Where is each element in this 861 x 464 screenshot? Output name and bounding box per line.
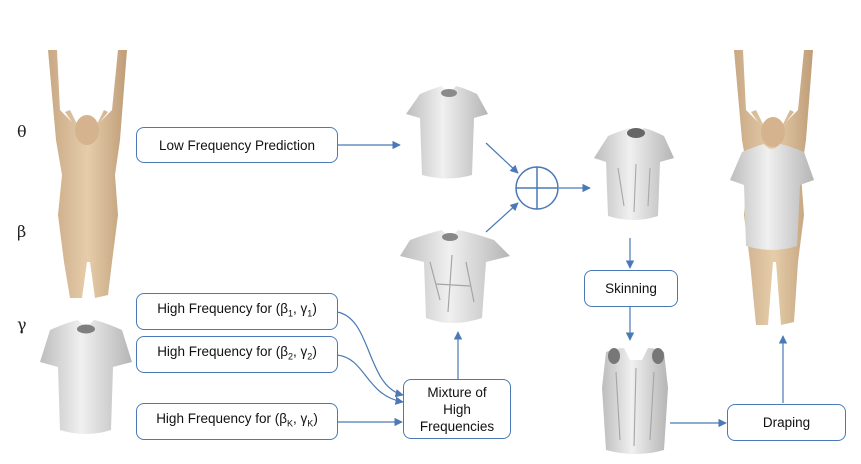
high-frequency-shirt xyxy=(400,230,510,323)
mixture-label-line-3: Frequencies xyxy=(419,418,495,434)
input-garment-figure xyxy=(40,320,132,434)
mixture-label-line-1: Mixture of xyxy=(427,384,487,400)
skinning-label: Skinning xyxy=(605,281,657,296)
beta-symbol: β xyxy=(17,222,27,241)
low-frequency-prediction-box: Low Frequency Prediction xyxy=(136,127,338,163)
theta-symbol: θ xyxy=(17,122,27,141)
draping-box: Draping xyxy=(727,404,846,441)
skinning-box: Skinning xyxy=(584,270,678,307)
low-frequency-prediction-label: Low Frequency Prediction xyxy=(158,137,316,153)
output-draped-body xyxy=(730,50,814,325)
low-frequency-shirt xyxy=(406,86,488,179)
combined-shirt xyxy=(594,128,674,220)
arrow-low-shirt-to-plus xyxy=(485,142,519,174)
arrow-hf2-to-mixture xyxy=(336,354,404,405)
gamma-symbol: γ xyxy=(17,315,27,334)
high-frequency-box-1: High Frequency for (β1, γ1) xyxy=(136,293,338,330)
mixture-of-high-frequencies-box: Mixture of High Frequencies xyxy=(403,379,511,439)
mixture-label-line-2: High xyxy=(443,401,471,417)
high-frequency-label-2: High Frequency for (β2, γ2) xyxy=(157,344,317,362)
high-frequency-label-k: High Frequency for (βK, γK) xyxy=(156,411,318,429)
arrow-high-shirt-to-plus xyxy=(485,202,519,233)
high-frequency-label-1: High Frequency for (β1, γ1) xyxy=(157,301,317,319)
high-frequency-box-2: High Frequency for (β2, γ2) xyxy=(136,336,338,373)
arrow-hf1-to-mixture xyxy=(336,311,404,398)
circled-plus-icon xyxy=(515,166,559,210)
draping-label: Draping xyxy=(762,415,811,430)
input-body-figure xyxy=(48,50,127,298)
skinned-shirt xyxy=(602,348,668,454)
high-frequency-box-k: High Frequency for (βK, γK) xyxy=(136,403,338,440)
